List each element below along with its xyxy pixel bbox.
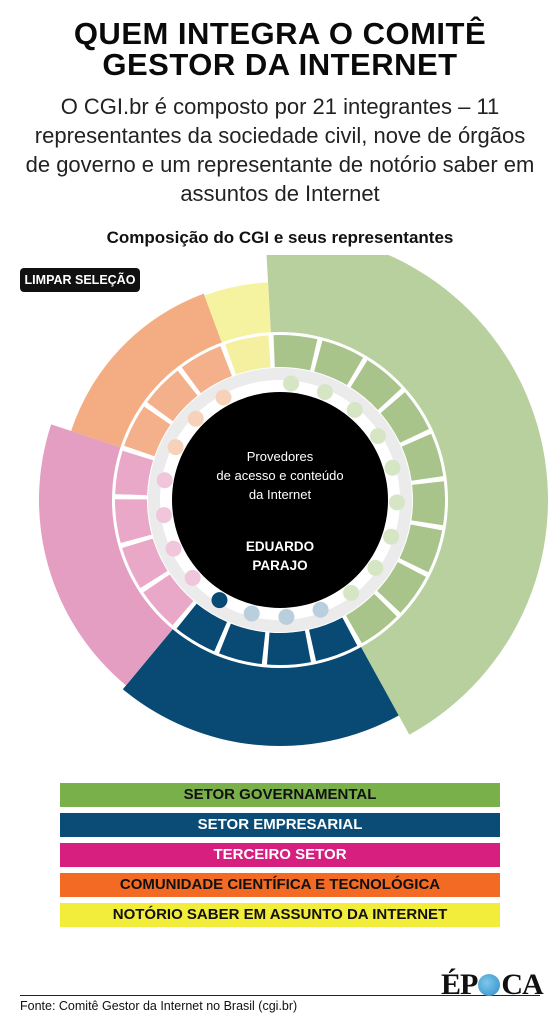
member-segment-gov[interactable]: [377, 561, 427, 613]
member-segment-gov[interactable]: [314, 340, 364, 386]
member-segment-emp[interactable]: [176, 603, 228, 652]
legend-item-terceiro-setor[interactable]: TERCEIRO SETOR: [60, 843, 500, 867]
title-line-2: GESTOR DA INTERNET: [102, 47, 458, 82]
legend-item-notorio-saber[interactable]: NOTÓRIO SABER EM ASSUNTO DA INTERNET: [60, 903, 500, 927]
member-segment-not[interactable]: [225, 335, 271, 375]
member-dot-gov[interactable]: [283, 375, 300, 392]
logo-text-left: ÉP: [441, 968, 478, 1001]
member-dot-emp[interactable]: [312, 601, 329, 618]
member-segment-gov[interactable]: [350, 360, 402, 410]
member-segment-ter[interactable]: [114, 499, 152, 543]
page-subtitle: O CGI.br é composto por 21 integrantes –…: [25, 94, 535, 206]
member-dot-com[interactable]: [167, 439, 184, 456]
title-line-1: QUEM INTEGRA O COMITÊ: [73, 16, 487, 51]
outer-arc-com[interactable]: [71, 293, 225, 450]
member-dot-gov[interactable]: [343, 584, 360, 601]
member-segment-ter[interactable]: [143, 574, 194, 626]
center-label-line-2: de acesso e conteúdo: [216, 468, 343, 483]
member-dot-gov[interactable]: [316, 383, 333, 400]
globe-icon: [478, 974, 501, 996]
footer-divider: [20, 995, 540, 996]
member-dot-emp[interactable]: [278, 608, 295, 625]
member-dot-com[interactable]: [187, 410, 204, 427]
member-segment-gov[interactable]: [401, 433, 444, 481]
logo-text-right: CA: [501, 968, 543, 1001]
member-segment-gov[interactable]: [411, 481, 445, 526]
source-note: Fonte: Comitê Gestor da Internet no Bras…: [20, 999, 298, 1013]
member-segment-com[interactable]: [124, 406, 171, 457]
sector-legend: SETOR GOVERNAMENTAL SETOR EMPRESARIAL TE…: [60, 783, 500, 933]
center-member-name-line-1: EDUARDO: [246, 539, 314, 554]
center-label-line-3: da Internet: [249, 487, 312, 502]
member-dot-ter[interactable]: [184, 569, 201, 586]
member-dot-gov[interactable]: [346, 401, 363, 418]
member-dot-com[interactable]: [215, 389, 232, 406]
member-dot-gov[interactable]: [369, 428, 386, 445]
member-dot-ter[interactable]: [165, 540, 182, 557]
chart-title: Composição do CGI e seus representantes: [106, 228, 454, 247]
member-dot-gov[interactable]: [383, 528, 400, 545]
member-dots: [155, 375, 405, 625]
outer-arc-not[interactable]: [204, 282, 272, 350]
legend-item-comunidade-cientifica[interactable]: COMUNIDADE CIENTÍFICA E TECNOLÓGICA: [60, 873, 500, 897]
legend-item-governamental[interactable]: SETOR GOVERNAMENTAL: [60, 783, 500, 807]
center-disc: [172, 392, 388, 608]
outer-arc-ter[interactable]: [38, 424, 178, 686]
outer-sector-arcs: [38, 255, 548, 746]
member-segment-gov[interactable]: [399, 524, 443, 573]
member-segment-ter[interactable]: [122, 538, 168, 589]
member-dot-ter[interactable]: [156, 472, 173, 489]
member-segment-emp[interactable]: [309, 617, 358, 662]
epoca-logo: ÉP CA: [441, 968, 544, 1002]
cgi-composition-diagram: Provedores de acesso e conteúdo da Inter…: [38, 255, 548, 746]
selected-member-dot[interactable]: [211, 592, 228, 609]
center-label-line-1: Provedores: [247, 449, 314, 464]
member-segment-com[interactable]: [147, 370, 198, 422]
member-dot-gov[interactable]: [384, 459, 401, 476]
outer-arc-gov[interactable]: [265, 255, 548, 735]
member-segment-emp[interactable]: [219, 623, 266, 664]
member-segments: [114, 335, 445, 665]
member-segment-emp[interactable]: [266, 630, 311, 665]
legend-item-empresarial[interactable]: SETOR EMPRESARIAL: [60, 813, 500, 837]
member-dot-gov[interactable]: [367, 559, 384, 576]
member-dot-emp[interactable]: [243, 605, 260, 622]
page-title: QUEM INTEGRA O COMITÊ GESTOR DA INTERNET: [0, 18, 560, 80]
member-segment-gov[interactable]: [273, 335, 318, 371]
member-segment-gov[interactable]: [380, 392, 429, 443]
member-dot-ter[interactable]: [155, 507, 172, 524]
center-member-name-line-2: PARAJO: [252, 558, 307, 573]
member-segment-com[interactable]: [181, 346, 232, 394]
clear-selection-button[interactable]: LIMPAR SELEÇÃO: [20, 268, 140, 292]
member-dot-gov[interactable]: [388, 494, 405, 511]
member-segment-gov[interactable]: [346, 593, 397, 644]
member-segment-ter[interactable]: [115, 450, 154, 496]
